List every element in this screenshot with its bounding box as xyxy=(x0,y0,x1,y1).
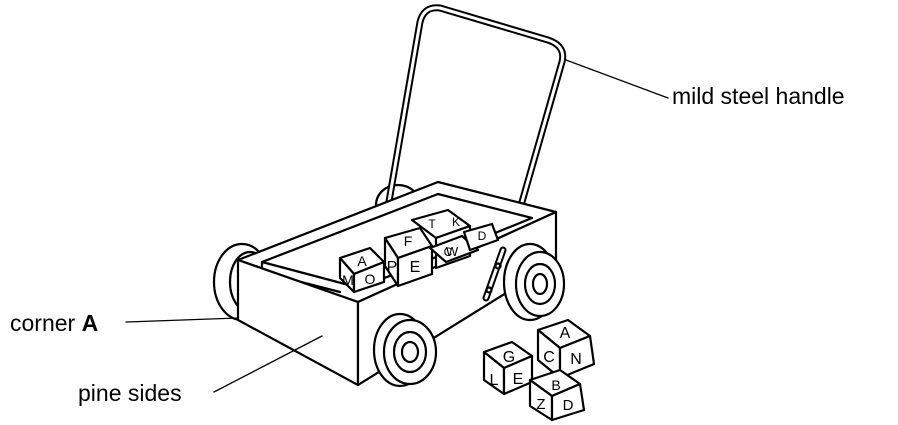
back-block-letter-5: C xyxy=(444,245,453,259)
floor-block-1 xyxy=(536,318,596,380)
corner-leader-line xyxy=(125,317,239,323)
block-m-top-letter: A xyxy=(357,253,367,269)
floor-block-2-left-letter: L xyxy=(490,372,499,389)
block-e-right-letter: E xyxy=(410,259,421,276)
floor-block-1-right-letter: N xyxy=(570,351,582,368)
sides-leader-line xyxy=(213,335,323,393)
handle-label: mild steel handle xyxy=(672,83,845,109)
floor-block-3-left-letter: Z xyxy=(536,396,545,413)
back-block-letter-3: W xyxy=(446,244,459,259)
block-back-group xyxy=(410,208,500,270)
corner-label: corner A xyxy=(10,312,98,335)
front-right-wheel xyxy=(502,242,566,322)
back-block-letter-2: K xyxy=(452,215,460,229)
block-e-top-letter: F xyxy=(404,233,413,249)
floor-block-3 xyxy=(528,368,586,422)
back-block-letter-1: T xyxy=(428,217,436,231)
front-left-wheel xyxy=(372,312,438,388)
floor-block-1-top-letter: A xyxy=(560,325,571,342)
block-m-left-letter: M xyxy=(342,272,354,288)
block-e xyxy=(383,226,434,288)
floor-block-3-top-letter: B xyxy=(551,377,560,393)
block-e-left-letter: P xyxy=(387,259,398,276)
block-m xyxy=(338,246,386,294)
corner-label-text: corner xyxy=(10,310,76,336)
steel-handle xyxy=(374,4,567,290)
corner-label-letter: A xyxy=(81,310,99,336)
floor-block-2-right-letter: E xyxy=(513,371,524,388)
floor-block-1-left-letter: C xyxy=(543,349,555,366)
sides-label: pine sides xyxy=(78,380,182,406)
floor-block-2-top-letter: G xyxy=(503,349,515,366)
block-m-right-letter: O xyxy=(365,271,376,287)
back-block-letter-4: D xyxy=(478,229,487,243)
handle-leader-line xyxy=(565,59,669,99)
floor-block-3-right-letter: D xyxy=(563,397,574,414)
floor-block-2 xyxy=(482,340,534,396)
